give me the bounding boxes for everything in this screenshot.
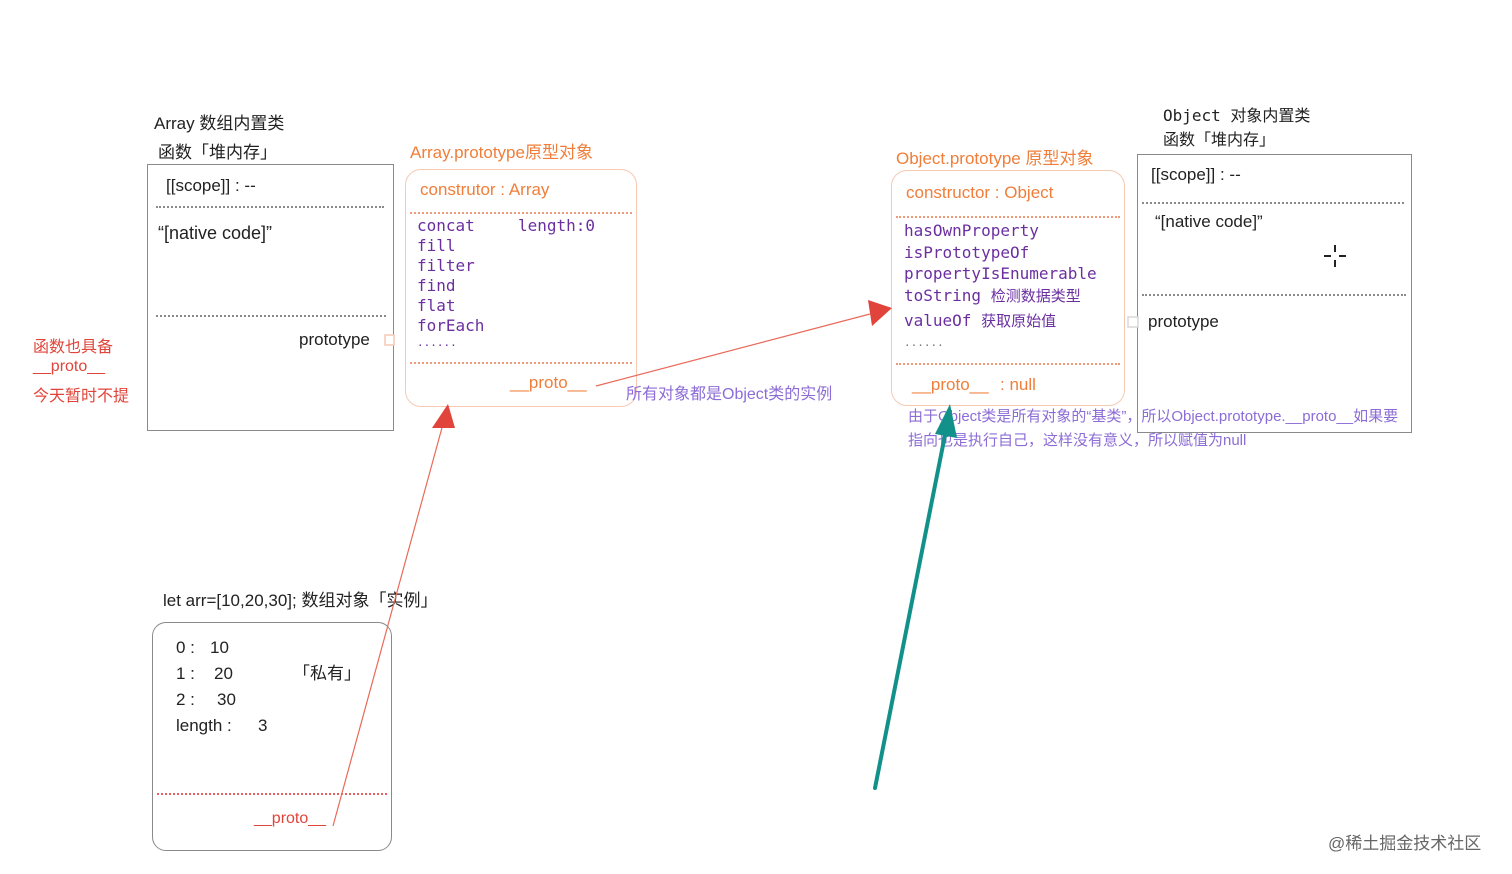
arr-item-key-0: 0 : xyxy=(176,638,195,657)
arr-item-value-1: 20 xyxy=(214,664,233,683)
method-filter: filter xyxy=(417,256,475,275)
arr-item-key-1: 1 : xyxy=(176,664,195,683)
arr-item-key-2: 2 : xyxy=(176,690,195,709)
object-proto-box: constructor : Object hasOwnProperty isPr… xyxy=(891,170,1125,406)
arr-item-value-2: 30 xyxy=(217,690,236,709)
object-class-native: “[native code]” xyxy=(1155,212,1263,231)
move-cursor-icon xyxy=(1324,245,1346,267)
array-proto-box: construtor : Array concat fill filter fi… xyxy=(405,169,637,407)
arr-item-value-3: 3 xyxy=(258,716,268,735)
array-proto-methods: concat fill filter find flat forEach ...… xyxy=(417,216,484,350)
side-note-line1: 函数也具备 xyxy=(33,339,114,356)
array-class-native: “[native code]” xyxy=(158,223,273,243)
divider xyxy=(157,793,387,795)
arr-item-value-0: 10 xyxy=(210,638,229,657)
object-class-subtitle: 函数「堆内存」 xyxy=(1163,132,1276,149)
arr-private-label: 「私有」 xyxy=(293,664,361,683)
divider xyxy=(156,315,386,317)
object-class-scope: [[scope]] : -- xyxy=(1151,165,1241,184)
object-class-prototype: prototype xyxy=(1148,312,1219,331)
method-flat: flat xyxy=(417,296,456,315)
connector-square xyxy=(1127,316,1139,328)
method-foreach: forEach xyxy=(417,316,485,335)
array-class-prototype: prototype xyxy=(299,330,370,349)
divider xyxy=(1142,294,1406,296)
array-class-box: [[scope]] : -- “[native code]” prototype xyxy=(147,164,394,431)
array-class-title: Array 数组内置类 xyxy=(154,114,285,133)
arrow-head-icon xyxy=(868,300,892,326)
proto-link-line xyxy=(595,313,871,387)
arr-item-key-3: length : xyxy=(176,716,232,735)
arr-instance-proto: __proto__ xyxy=(254,810,327,827)
array-class-scope: [[scope]] : -- xyxy=(166,176,256,195)
divider xyxy=(410,362,632,364)
arr-instance-box: 0 : 10 1 : 20 2 : 30 length : 3 「私有」 __p… xyxy=(152,622,392,851)
arrow-head-icon xyxy=(432,404,455,428)
side-note-line2: __proto__ xyxy=(33,358,106,375)
object-proto-methods: hasOwnProperty isPrototypeOf propertyIsE… xyxy=(904,220,1097,353)
method-find: find xyxy=(417,276,456,295)
object-proto-proto-value: : null xyxy=(1000,375,1036,394)
object-class-box: [[scope]] : -- “[native code]” prototype xyxy=(1137,154,1412,433)
method-hasownproperty: hasOwnProperty xyxy=(904,221,1039,240)
arr-instance-title: let arr=[10,20,30]; 数组对象「实例」 xyxy=(163,591,438,610)
method-fill: fill xyxy=(417,236,456,255)
object-note-line2: 指向也是执行自己，这样没有意义，所以赋值为null xyxy=(908,432,1247,449)
teal-pointer-line xyxy=(873,428,948,790)
method-propertyisenumerable: propertyIsEnumerable xyxy=(904,264,1097,283)
method-tostring: toString 检测数据类型 xyxy=(904,285,1081,305)
divider xyxy=(896,216,1120,218)
array-proto-proto: __proto__ xyxy=(510,373,587,392)
arrow-head-icon xyxy=(935,404,957,438)
divider xyxy=(1142,202,1404,204)
divider xyxy=(410,212,632,214)
object-proto-title: Object.prototype 原型对象 xyxy=(896,149,1094,168)
divider xyxy=(156,206,384,208)
method-valueof: valueOf 获取原始值 xyxy=(904,311,1057,330)
method-ellipsis: ...... xyxy=(904,335,944,349)
method-concat: concat xyxy=(417,216,475,235)
object-note-line1: 由于Object类是所有对象的“基类”，所以Object.prototype._… xyxy=(908,408,1399,425)
side-note-line3: 今天暂时不提 xyxy=(33,388,130,405)
object-proto-proto: __proto__ xyxy=(912,375,989,394)
array-proto-constructor: construtor : Array xyxy=(420,180,550,199)
array-class-subtitle: 函数「堆内存」 xyxy=(158,143,277,162)
watermark: @稀土掘金技术社区 xyxy=(1328,834,1482,853)
method-isprototypeof: isPrototypeOf xyxy=(904,242,1030,262)
connector-square xyxy=(384,334,395,346)
instance-link-line xyxy=(332,423,444,827)
array-proto-title: Array.prototype原型对象 xyxy=(410,143,593,162)
object-proto-constructor: constructor : Object xyxy=(906,183,1054,202)
method-ellipsis: ...... xyxy=(417,336,457,349)
instance-note: 所有对象都是Object类的实例 xyxy=(626,386,833,403)
divider xyxy=(896,363,1120,365)
object-class-title: Object 对象内置类 xyxy=(1163,106,1311,125)
array-proto-length: length:0 xyxy=(518,216,596,235)
